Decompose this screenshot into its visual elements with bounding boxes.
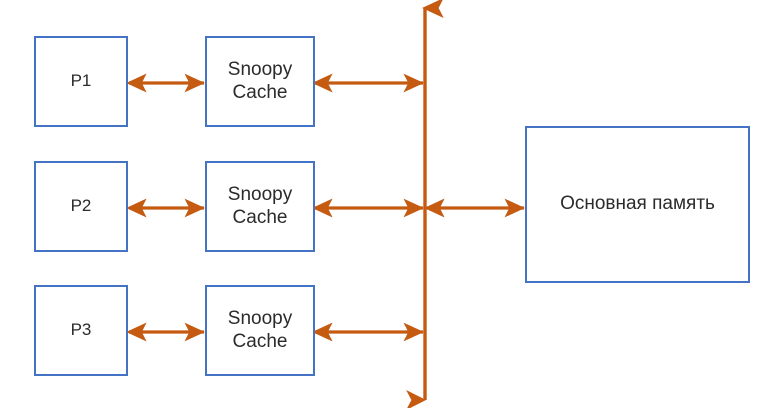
cache-box-2[interactable]: Snoopy Cache	[205, 161, 315, 252]
processor-label-p3: P3	[70, 320, 92, 340]
processor-box-p1[interactable]: P1	[34, 36, 128, 127]
cache-label-3: Snoopy Cache	[227, 308, 293, 352]
cache-label-2: Snoopy Cache	[227, 184, 293, 228]
main-memory-box[interactable]: Основная память	[525, 126, 750, 283]
processor-label-p2: P2	[70, 196, 92, 216]
main-memory-label: Основная память	[560, 193, 715, 215]
cache-box-3[interactable]: Snoopy Cache	[205, 285, 315, 376]
cache-box-1[interactable]: Snoopy Cache	[205, 36, 315, 127]
processor-box-p2[interactable]: P2	[34, 161, 128, 252]
processor-label-p1: P1	[70, 71, 92, 91]
cache-label-1: Snoopy Cache	[227, 59, 293, 103]
processor-box-p3[interactable]: P3	[34, 285, 128, 376]
